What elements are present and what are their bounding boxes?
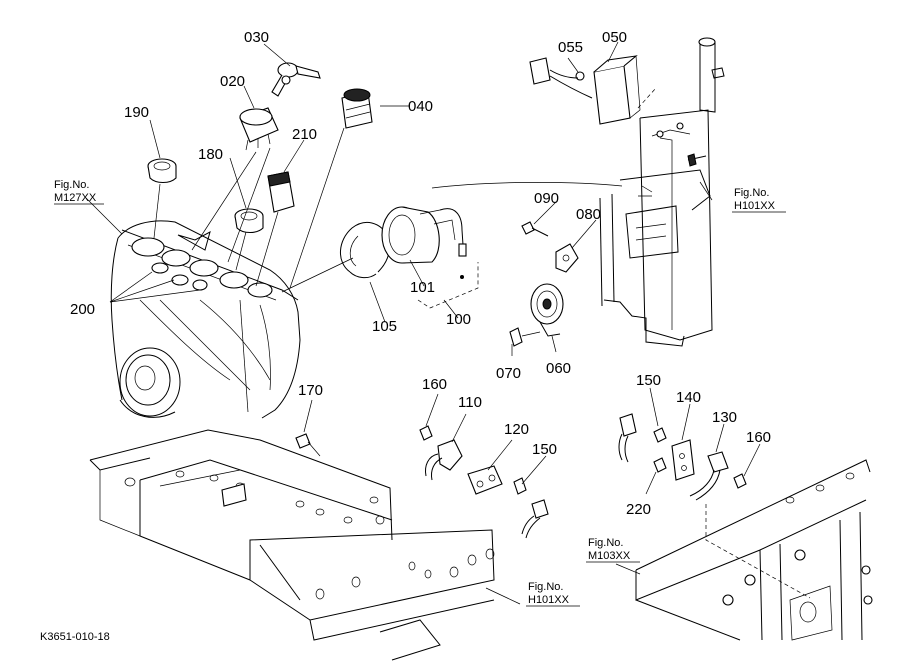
sensor-lower-right: [618, 413, 637, 463]
part-160-right-nut: [733, 473, 747, 489]
callout-090: 090: [534, 190, 559, 207]
figref-h101-bottom-code: H101XX: [528, 594, 570, 606]
callout-190: 190: [124, 104, 149, 121]
dashboard-panel: [110, 220, 301, 419]
lower-frame: [89, 429, 495, 661]
callout-120: 120: [504, 421, 529, 438]
part-220-nut: [653, 457, 667, 473]
figref-h101-top-label: Fig.No.: [734, 187, 769, 199]
callout-180: 180: [198, 146, 223, 163]
wire-harness: [431, 182, 623, 189]
part-150-bolt: [513, 477, 527, 495]
callout-140: 140: [676, 389, 701, 406]
callout-060: 060: [546, 360, 571, 377]
callout-050: 050: [602, 29, 627, 46]
part-120-plate: [467, 465, 503, 495]
part-150-right-bolt: [653, 427, 667, 443]
callout-160: 160: [422, 376, 447, 393]
leader-lines: [85, 41, 811, 605]
callout-160-right: 160: [746, 429, 771, 446]
part-090-bolt: [521, 221, 549, 237]
callout-080: 080: [576, 206, 601, 223]
part-170-bolt: [295, 433, 321, 457]
bracket-100: [417, 262, 479, 309]
callout-170: 170: [298, 382, 323, 399]
callout-150-right: 150: [636, 372, 661, 389]
part-040-switch: [341, 88, 373, 129]
callout-040: 040: [408, 98, 433, 115]
part-130-sensor: [689, 451, 729, 501]
part-160-nut: [419, 425, 433, 441]
callout-110: 110: [458, 394, 482, 411]
callout-105: 105: [372, 318, 397, 335]
part-080-bracket: [555, 243, 579, 273]
callout-020: 020: [220, 73, 245, 90]
sensor-lower-center: [521, 499, 549, 539]
part-210-switch: [267, 171, 295, 213]
steering-column: [599, 37, 725, 347]
callout-100: 100: [446, 311, 471, 328]
callout-101: 101: [410, 279, 435, 296]
figure-refs: Fig.No. M127XX Fig.No. H101XX Fig.No. H1…: [54, 179, 786, 607]
lower-right-frame: [635, 459, 873, 641]
part-020-key-switch: [239, 107, 279, 151]
part-060-horn: [530, 283, 564, 337]
callout-220: 220: [626, 501, 651, 518]
callout-130: 130: [712, 409, 737, 426]
callout-labels: 030 020 040 190 180 210 200 101 105 100 …: [70, 29, 771, 518]
part-055-connector: [529, 57, 593, 99]
figref-m127-code: M127XX: [54, 192, 97, 204]
figref-h101-top-code: H101XX: [734, 200, 776, 212]
part-110-bracket: [425, 439, 463, 481]
part-050-module: [593, 55, 641, 125]
callout-210: 210: [292, 126, 317, 143]
part-180-cap: [234, 208, 264, 234]
callout-070: 070: [496, 365, 521, 382]
figref-m103-code: M103XX: [588, 550, 631, 562]
figref-m103-label: Fig.No.: [588, 537, 623, 549]
part-140-bracket: [671, 439, 695, 481]
figref-h101-bottom-label: Fig.No.: [528, 581, 563, 593]
callout-030: 030: [244, 29, 269, 46]
figref-m127-label: Fig.No.: [54, 179, 89, 191]
callout-055: 055: [558, 39, 583, 56]
callout-200: 200: [70, 301, 95, 318]
part-101-lamp: [381, 206, 467, 279]
part-030-key: [271, 62, 321, 97]
part-190-cap: [147, 158, 177, 184]
callout-150: 150: [532, 441, 557, 458]
leader-105-dash: [281, 257, 354, 293]
part-070-bolt: [509, 327, 541, 347]
drawing-code: K3651-010-18: [40, 631, 110, 643]
